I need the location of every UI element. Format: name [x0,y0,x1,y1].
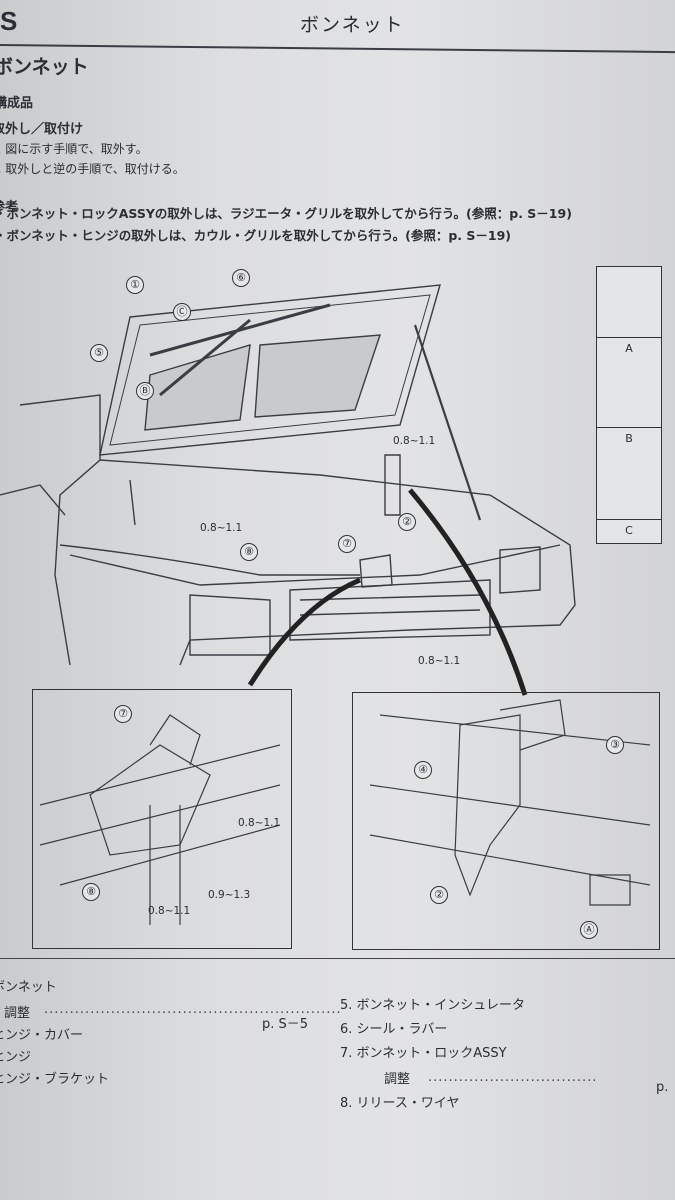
legend-label-a: A [597,337,661,360]
parts-separator [0,958,675,959]
callout-6: ⑥ [232,269,250,287]
torque-lock-b: 0.9~1.3 [208,889,251,901]
leader-dots-right: ................................. [428,1070,598,1085]
torque-lock-a: 0.8~1.1 [238,817,281,829]
torque-body-main: 0.8~1.1 [200,522,243,534]
part-5: 5. ボンネット・インシュレータ [340,998,526,1013]
note-2: ・ボンネット・ヒンジの取外しは、カウル・グリルを取外してから行う。(参照：p. … [0,228,511,243]
callout-2-main: ② [398,513,416,531]
callout-a: Ⓐ [580,921,598,939]
callout-8-inset: ⑧ [82,883,100,901]
callout-5: ⑤ [90,344,108,362]
callout-4: ④ [414,761,432,779]
bonnet-outline [99,284,441,456]
header-rule [0,44,675,54]
torque-hinge-main: 0.8~1.1 [393,435,436,447]
part-7-adjust: 調整 [384,1072,411,1087]
lock-detail-inset [32,689,292,949]
callout-8-main: ⑧ [240,543,258,561]
part-1-adjust: 調整 [4,1006,31,1021]
section-code: S [0,6,18,36]
callout-b: Ⓑ [136,382,154,400]
section-title: ボンネット [0,56,89,78]
part-2: ヒンジ・カバー [0,1028,84,1043]
removal-heading: 取外し／取付け [0,122,84,137]
components-heading: 構成品 [0,96,34,111]
part-1-ref: p. S－5 [262,1017,309,1032]
callout-2-inset: ② [430,886,448,904]
page-header-title: ボンネット [300,14,405,36]
part-7: 7. ボンネット・ロックASSY [340,1046,507,1061]
part-1: ボンネット [0,980,57,995]
part-7-ref: p. [656,1080,669,1095]
note-1: ・ボンネット・ロックASSYの取外しは、ラジエータ・グリルを取外してから行う。(… [0,206,572,221]
part-3: ヒンジ [0,1050,32,1065]
callout-7-main: ⑦ [338,535,356,553]
step-2: 2. 取外しと逆の手順で、取付ける。 [0,162,185,176]
torque-hinge-inset: 0.8~1.1 [418,655,461,667]
callout-7-inset: ⑦ [114,705,132,723]
callout-1: ① [126,276,144,294]
callout-3: ③ [606,736,624,754]
legend-label-c: C [597,519,661,542]
note-heading: 参考 [0,200,19,215]
callout-c: Ⓒ [173,303,191,321]
exploded-diagram: A B C ① ⑥ ⑤ Ⓒ Ⓑ ② ⑦ ⑧ 0.8~1.1 0.8~1.1 ⑦ … [0,245,675,965]
part-8: 8. リリース・ワイヤ [340,1096,460,1111]
step-1: 1. 図に示す手順で、取外す。 [0,142,148,156]
leader-dots-left: ........................................… [44,1002,342,1017]
vehicle-line-drawing [0,284,651,925]
part-4: ヒンジ・ブラケット [0,1072,110,1087]
part-6: 6. シール・ラバー [340,1022,448,1037]
torque-lock-c: 0.8~1.1 [148,905,191,917]
fastener-legend: A B C [596,266,662,544]
hinge-detail-inset [352,692,660,950]
legend-label-b: B [597,427,661,450]
